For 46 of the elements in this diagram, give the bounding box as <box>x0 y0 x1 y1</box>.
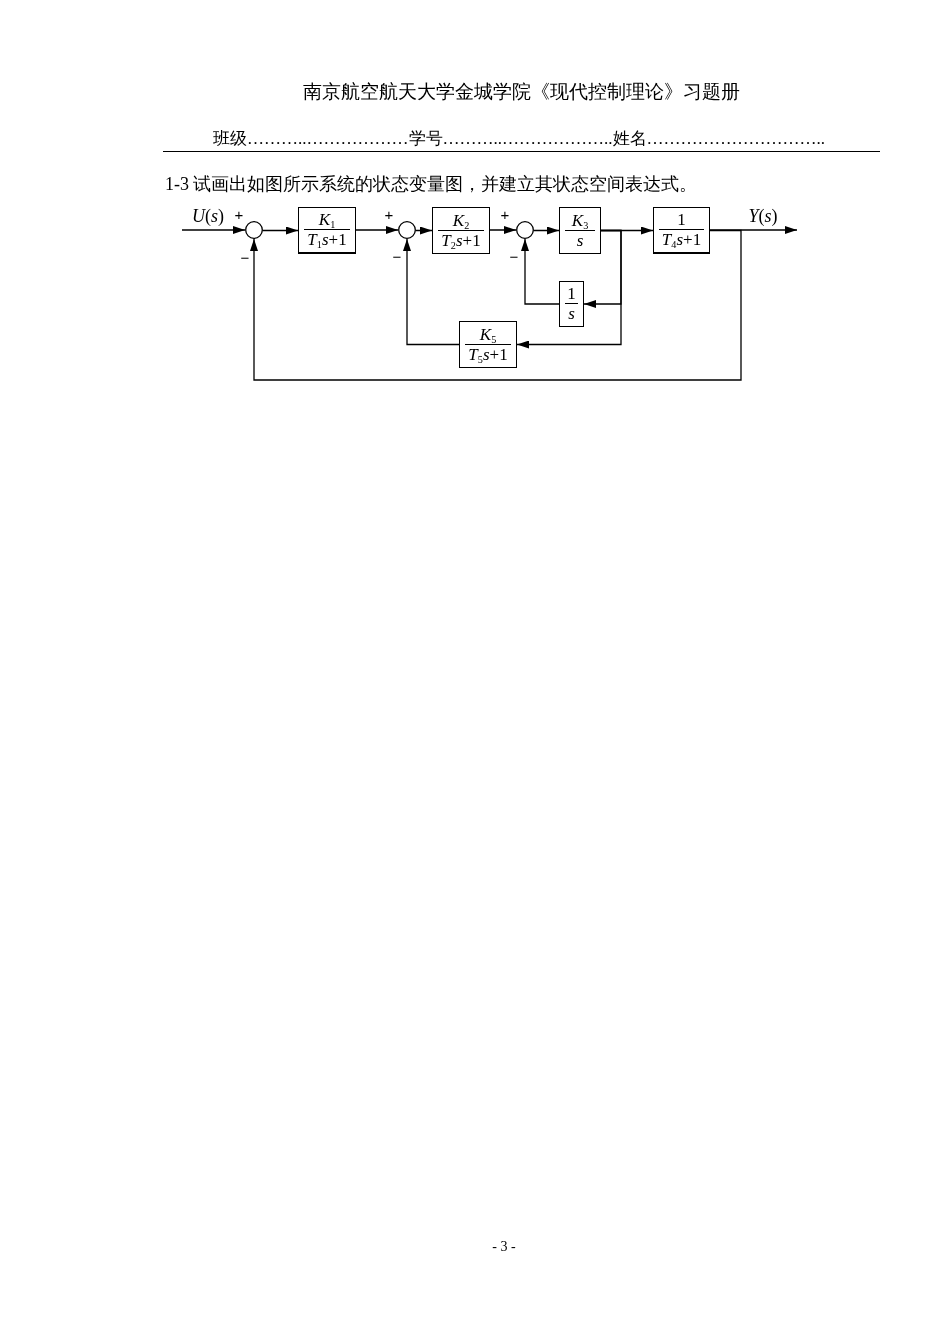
arrow <box>533 226 560 235</box>
transfer-function-block <box>432 207 490 254</box>
transfer-function-block <box>459 321 517 368</box>
edge-label: Y(s) <box>746 206 780 226</box>
sign-label: + <box>384 206 394 222</box>
sign-label: − <box>392 248 402 264</box>
question-text: 1-3 试画出如图所示系统的状态变量图，并建立其状态空间表达式。 <box>165 174 698 196</box>
page-number: - 3 - <box>492 1238 516 1256</box>
fraction-denominator: T$_{2}$s+1 <box>441 230 481 251</box>
header-text: 南京航空航天大学金城学院《现代控制理论》习题册 <box>302 80 740 104</box>
summing-junction <box>245 221 263 239</box>
fraction-numerator: K$_{2}$ <box>438 210 484 231</box>
arrow <box>709 226 798 234</box>
sign-label: + <box>500 206 510 222</box>
arrow <box>489 226 517 234</box>
arrow <box>403 238 460 346</box>
fill-in-line: 姓名………………………….. <box>612 129 825 149</box>
transfer-function-block <box>298 207 356 254</box>
arrow <box>250 229 742 381</box>
transfer-function-block <box>559 281 584 327</box>
arrow <box>262 226 299 235</box>
fraction-denominator: T$_{1}$s+1 <box>307 230 347 250</box>
arrow <box>521 238 560 305</box>
fill-in-line: 学号………..……………….. <box>408 129 613 149</box>
sign-label: − <box>240 249 250 265</box>
sign-label: + <box>234 206 244 222</box>
fraction-numerator: K$_{5}$ <box>465 324 511 345</box>
arrow <box>415 226 433 235</box>
fraction-numerator: 1 <box>659 210 704 230</box>
fraction-denominator: s <box>576 230 584 251</box>
transfer-function-block <box>559 207 601 254</box>
edge-label: U(s) <box>190 206 226 226</box>
fraction-numerator: K$_{3}$ <box>565 210 595 231</box>
summing-junction <box>516 221 534 239</box>
fill-in-line: 班级………..……………… <box>213 129 409 149</box>
fraction-numerator: 1 <box>565 284 578 304</box>
transfer-function-block <box>653 207 710 254</box>
arrow <box>355 226 399 234</box>
sign-label: − <box>509 248 519 264</box>
arrow <box>181 226 246 234</box>
fraction-denominator: s <box>568 304 575 324</box>
arrow <box>516 229 622 349</box>
summing-junction <box>398 221 416 239</box>
fraction-denominator: T$_{5}$s+1 <box>468 344 508 365</box>
fraction-numerator: K$_{1}$ <box>304 210 350 230</box>
fraction-denominator: T$_{4}$s+1 <box>661 230 702 250</box>
